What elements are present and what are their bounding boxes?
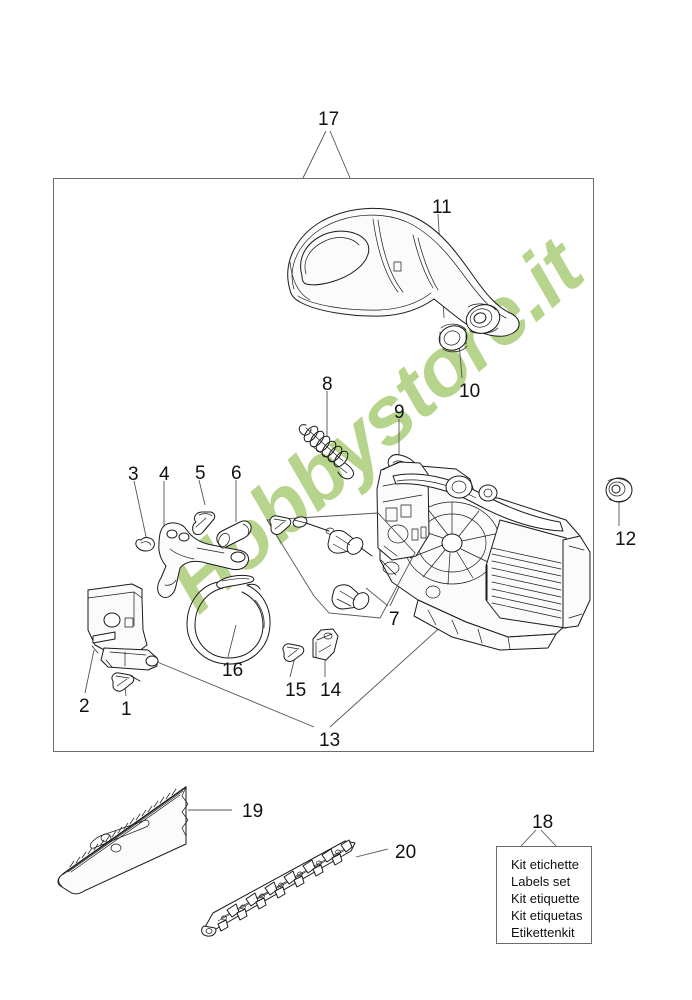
callout-number-13: 13 [319, 730, 341, 751]
part-6-bush [216, 520, 252, 549]
part-1-screw [111, 672, 141, 692]
callout-number-19: 19 [242, 801, 264, 822]
legend-item-de: Etikettenkit [511, 925, 575, 940]
callout-number-11: 11 [432, 197, 452, 218]
part-4-linkage-lever [157, 522, 249, 599]
part-7-screws-group [266, 512, 416, 619]
part-10-bushing [438, 323, 468, 353]
part-13-engine-housing [376, 461, 591, 651]
callout-number-14: 14 [320, 680, 342, 701]
callout-number-1: 1 [121, 699, 132, 720]
part-15-screw [282, 643, 305, 662]
callout-number-10: 10 [459, 381, 481, 402]
legend-item-en: Labels set [511, 874, 571, 889]
callout-number-7: 7 [389, 609, 400, 630]
part-16-brake-band [186, 574, 271, 665]
callout-number-8: 8 [322, 374, 333, 395]
part-2-cover-bracket [87, 583, 159, 671]
callout-number-4: 4 [159, 464, 170, 485]
legend-item-it: Kit etichette [511, 857, 579, 872]
part-3-circlip [135, 537, 155, 552]
legend-item-fr: Kit etiquette [511, 891, 580, 906]
legend-item-es: Kit etiquetas [511, 908, 583, 923]
callout-number-6: 6 [231, 463, 242, 484]
part-12-nut [605, 477, 633, 503]
part-11-hand-guard [287, 207, 520, 337]
labels-kit-legend-box: Kit etichette Labels set Kit etiquette K… [496, 846, 592, 944]
callout-number-20: 20 [395, 842, 417, 863]
part-20-saw-chain [201, 839, 356, 937]
callout-number-2: 2 [79, 696, 90, 717]
assembly-frame-17 [53, 178, 594, 752]
part-19-guide-bar [57, 786, 189, 895]
callout-number-12: 12 [615, 529, 637, 550]
callout-number-16: 16 [222, 660, 244, 681]
callout-number-9: 9 [394, 402, 405, 423]
part-8-tension-spring [298, 424, 355, 480]
part-5-pin [192, 511, 216, 535]
callout-number-3: 3 [128, 464, 139, 485]
callout-number-17: 17 [318, 109, 340, 130]
part-14-catch [312, 628, 339, 661]
callout-number-15: 15 [285, 680, 307, 701]
callout-number-5: 5 [195, 463, 206, 484]
labels-kit-list: Kit etichette Labels set Kit etiquette K… [497, 847, 591, 941]
callout-number-18: 18 [532, 812, 554, 833]
